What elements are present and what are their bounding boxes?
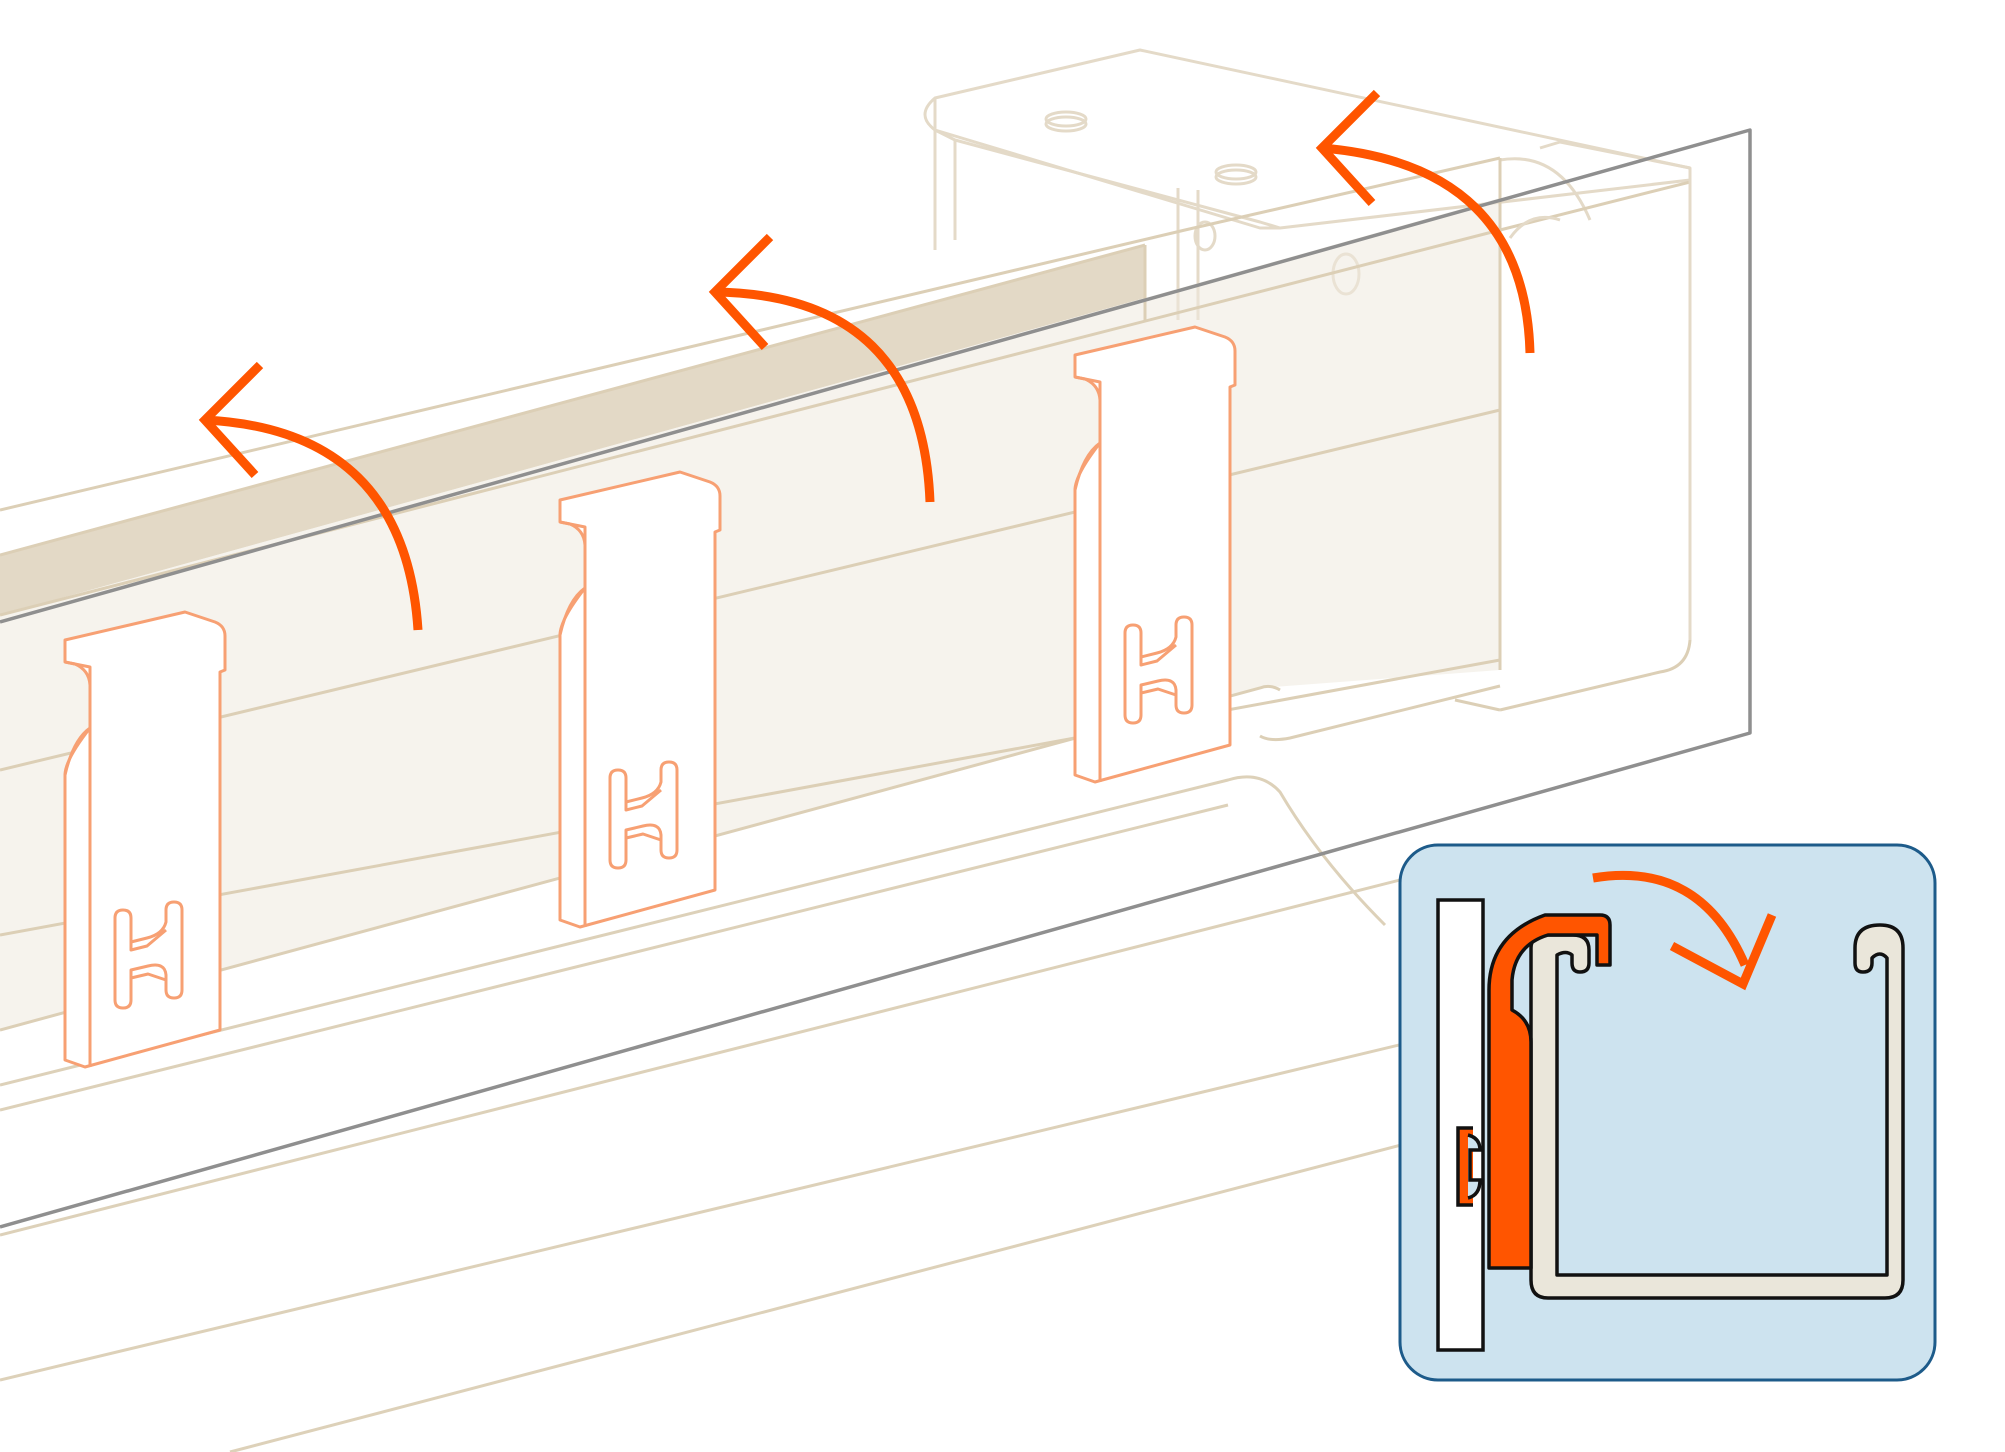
inset-headrail-profile [1529, 923, 1905, 1300]
clip-h-slot [608, 760, 679, 870]
clip [63, 610, 227, 1069]
vane-rail [0, 775, 1421, 1452]
clip-h-slot [113, 900, 184, 1010]
rotate-arrow-icon [1315, 89, 1535, 354]
clip [1073, 325, 1237, 784]
clockwise-arrow-icon [1592, 870, 1777, 991]
clips-layer [63, 325, 1237, 1069]
rotate-arrow-icon [708, 233, 935, 503]
inset-clip-profile [1487, 913, 1612, 1270]
clip [558, 470, 722, 929]
clip-h-slot [1123, 615, 1194, 725]
ceiling-bracket [923, 48, 1692, 320]
rotate-arrow-icon [198, 361, 423, 631]
inset-cover-plate [1436, 898, 1485, 1352]
rotation-arrows [198, 89, 1535, 631]
inset-detail [1398, 843, 1937, 1382]
fascia-cover-outline [0, 128, 1752, 1229]
